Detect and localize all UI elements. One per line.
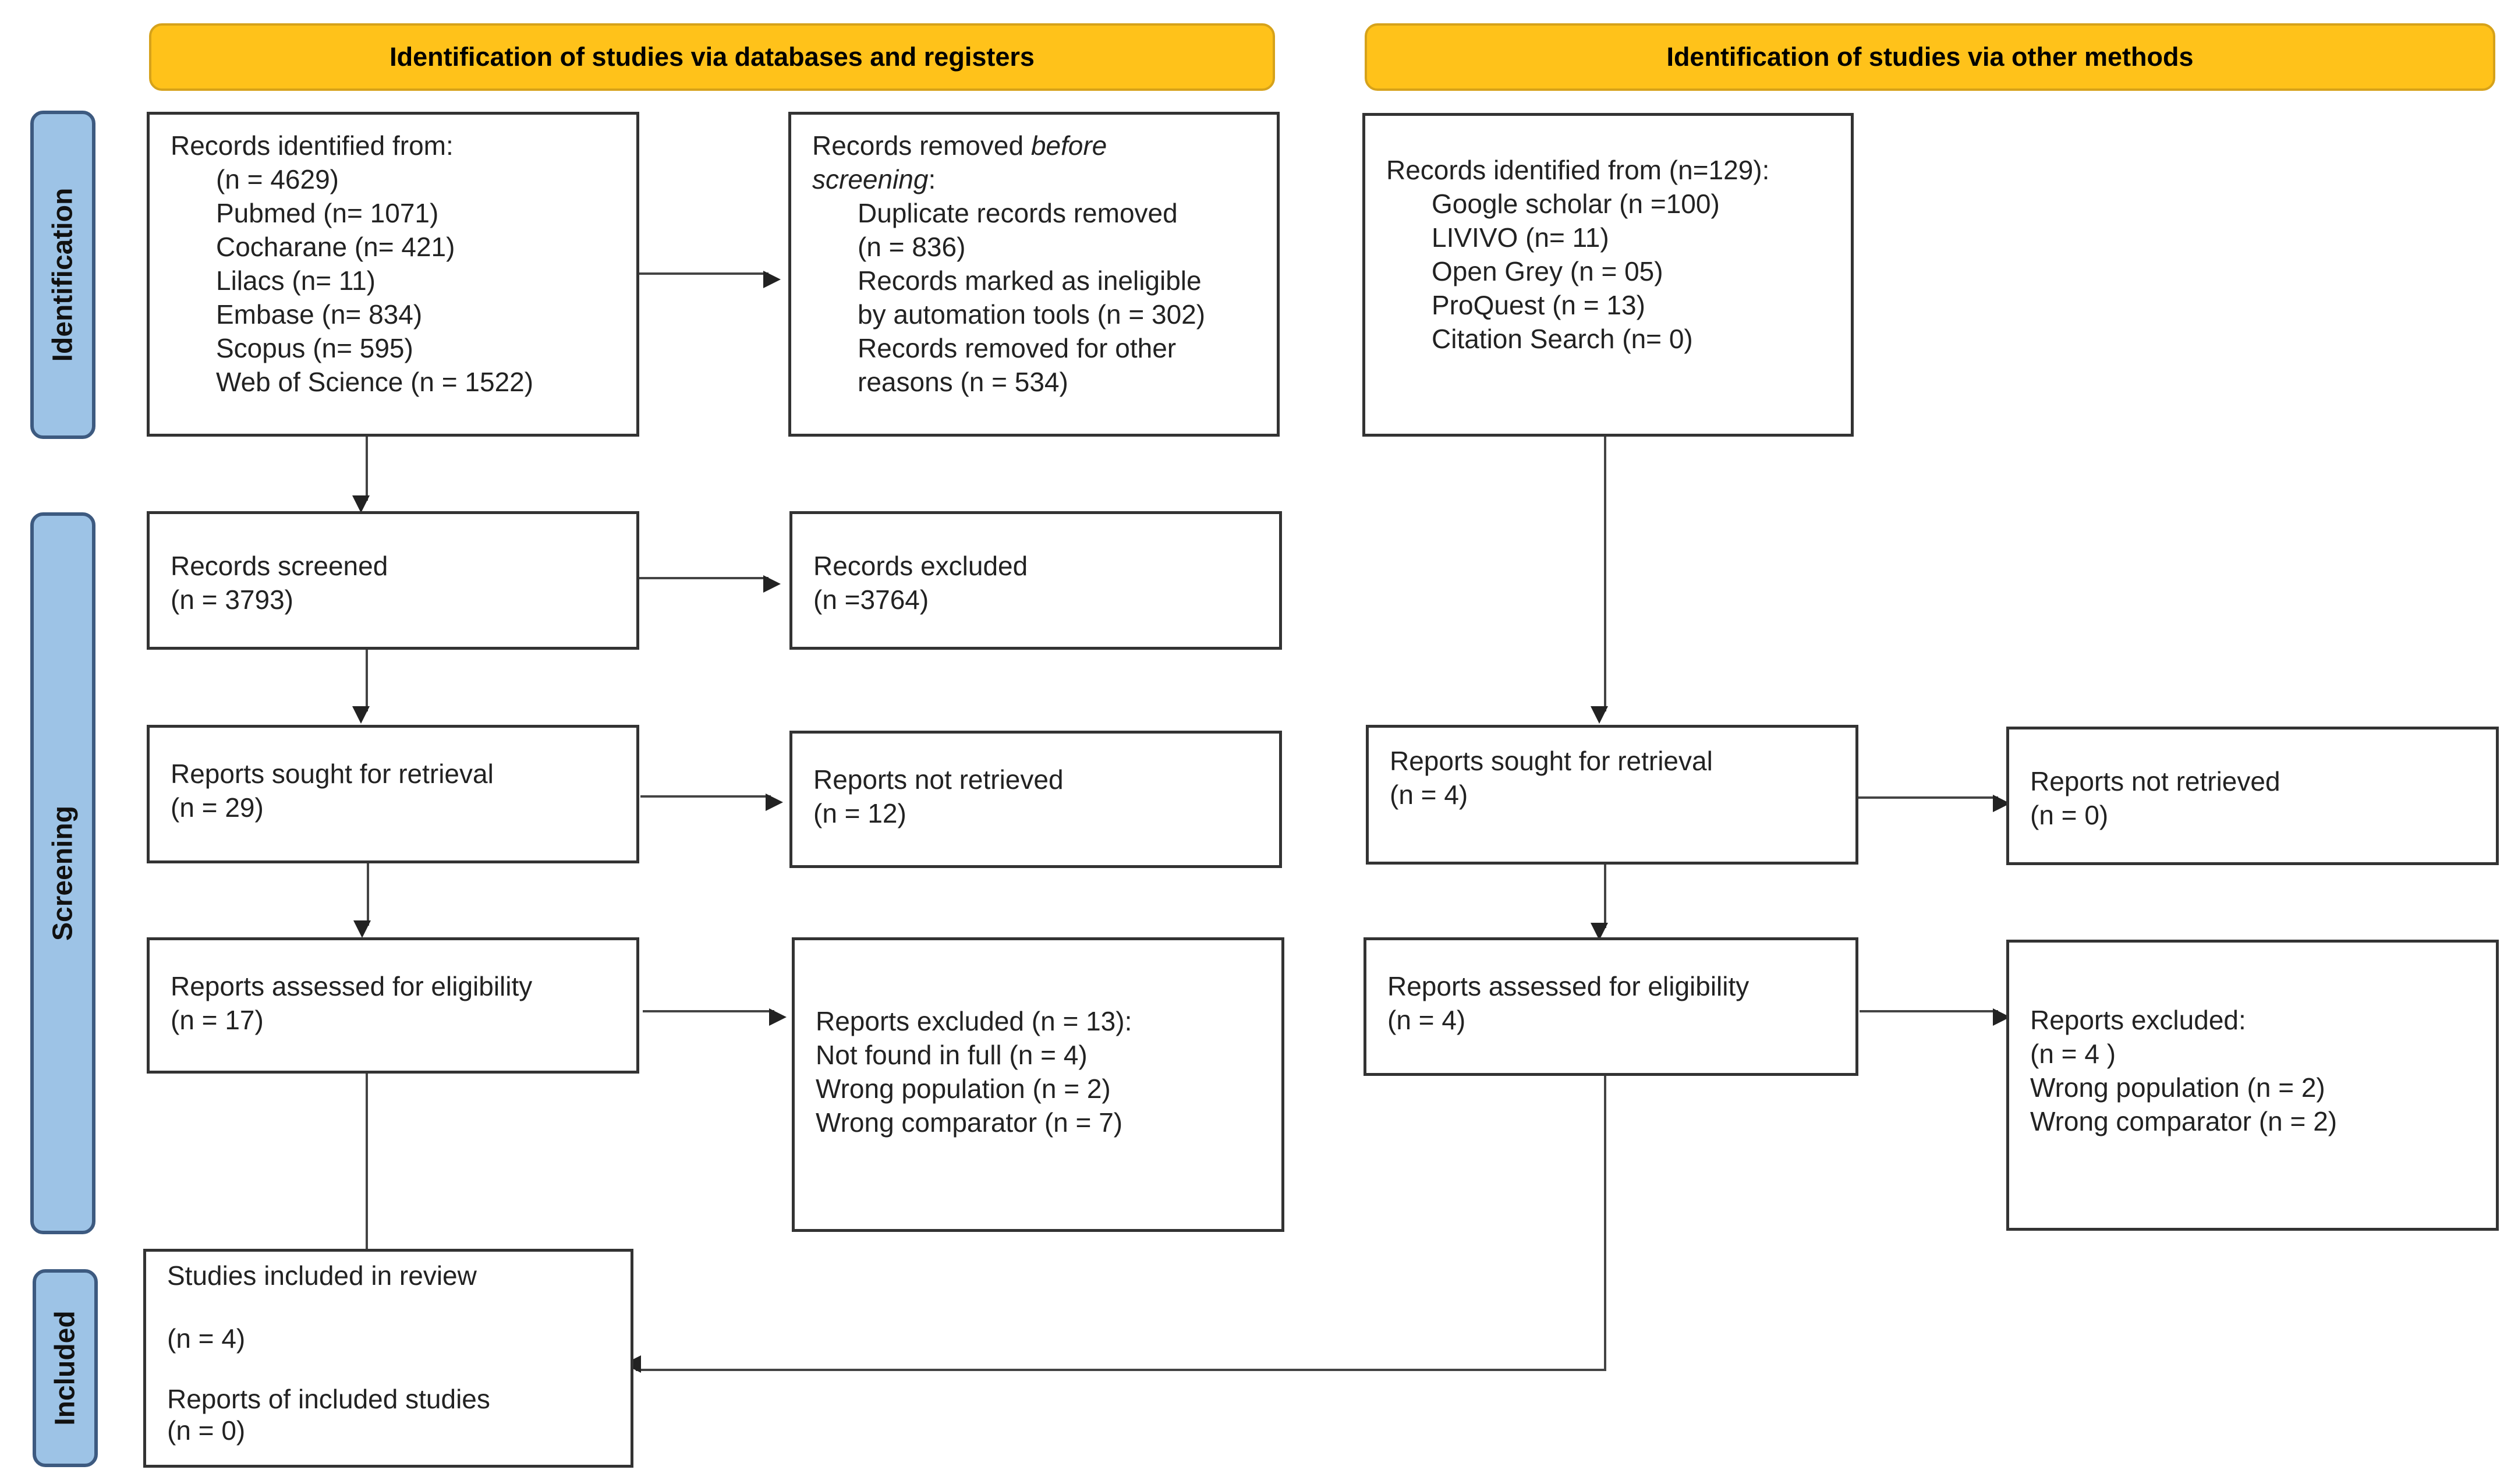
other-reasons-count: reasons (n = 534) — [858, 367, 1068, 397]
automation-count: by automation tools (n = 302) — [858, 299, 1206, 330]
automation-label: Records marked as ineligible — [858, 265, 1202, 296]
reports-excluded-box: Reports excluded (n = 13): Not found in … — [792, 937, 1284, 1232]
reports-not-retrieved-count: (n = 12) — [813, 798, 906, 828]
records-removed-title-line2: screening: — [812, 162, 1256, 196]
exclusion-reason: Wrong comparator (n = 7) — [816, 1107, 1123, 1138]
phase-identification: Identification — [30, 111, 95, 439]
phase-included: Included — [33, 1269, 98, 1467]
records-identified-box: Records identified from: (n = 4629) Pubm… — [147, 112, 639, 437]
records-removed-title-pre: Records removed — [812, 130, 1031, 161]
reports-assessed-label: Reports assessed for eligibility — [171, 971, 533, 1001]
source-item: Embase (n= 834) — [216, 299, 423, 330]
header-databases: Identification of studies via databases … — [149, 23, 1275, 91]
other-reports-assessed-count: (n = 4) — [1387, 1005, 1466, 1035]
source-item: ProQuest (n = 13) — [1432, 290, 1645, 320]
reports-excluded-title: Reports excluded (n = 13): — [816, 1006, 1132, 1036]
records-excluded-label: Records excluded — [813, 551, 1028, 581]
records-identified-title: Records identified from: — [171, 130, 454, 161]
source-item: Web of Science (n = 1522) — [216, 367, 534, 397]
source-item: Pubmed (n= 1071) — [216, 198, 439, 228]
header-other-methods: Identification of studies via other meth… — [1365, 23, 2495, 91]
records-removed-title-post: : — [928, 164, 936, 194]
other-reports-not-retrieved-label: Reports not retrieved — [2030, 766, 2280, 796]
exclusion-reason: Wrong comparator (n = 2) — [2030, 1106, 2338, 1136]
records-removed-box: Records removed before screening: Duplic… — [788, 112, 1280, 437]
records-screened-box: Records screened (n = 3793) — [147, 511, 639, 650]
other-records-identified-box: Records identified from (n=129): Google … — [1362, 113, 1854, 437]
other-reports-excluded-box: Reports excluded: (n = 4 ) Wrong populat… — [2006, 940, 2499, 1231]
reports-not-retrieved-label: Reports not retrieved — [813, 764, 1064, 795]
records-screened-count: (n = 3793) — [171, 585, 293, 615]
other-reports-sought-box: Reports sought for retrieval (n = 4) — [1366, 725, 1858, 865]
records-removed-title: Records removed before — [812, 129, 1256, 162]
source-item: Citation Search (n= 0) — [1432, 324, 1693, 354]
other-reports-sought-count: (n = 4) — [1390, 780, 1468, 810]
source-item: Lilacs (n= 11) — [216, 265, 376, 296]
other-reports-not-retrieved-box: Reports not retrieved (n = 0) — [2006, 727, 2499, 865]
reports-assessed-count: (n = 17) — [171, 1005, 264, 1035]
records-removed-title-em2: screening — [812, 164, 929, 194]
exclusion-reason: Wrong population (n = 2) — [816, 1074, 1111, 1104]
reports-sought-box: Reports sought for retrieval (n = 29) — [147, 725, 639, 863]
reports-sought-label: Reports sought for retrieval — [171, 759, 494, 789]
source-item: Google scholar (n =100) — [1432, 189, 1720, 219]
reports-included-label: Reports of included studies — [167, 1384, 490, 1414]
arrow-other-assessed-to-included — [624, 1075, 1606, 1373]
exclusion-reason: Not found in full (n = 4) — [816, 1040, 1088, 1070]
studies-included-label: Studies included in review — [167, 1260, 477, 1291]
other-reports-assessed-label: Reports assessed for eligibility — [1387, 971, 1750, 1001]
reports-included-count: (n = 0) — [167, 1415, 246, 1446]
other-records-identified-title: Records identified from (n=129): — [1386, 155, 1770, 185]
other-reports-excluded-count: (n = 4 ) — [2030, 1039, 2116, 1069]
source-item: Scopus (n= 595) — [216, 333, 413, 363]
other-reports-excluded-title: Reports excluded: — [2030, 1005, 2246, 1035]
duplicates-count: (n = 836) — [858, 232, 966, 262]
source-item: Open Grey (n = 05) — [1432, 256, 1663, 286]
records-excluded-box: Records excluded (n =3764) — [789, 511, 1282, 650]
source-item: LIVIVO (n= 11) — [1432, 222, 1609, 253]
other-reports-not-retrieved-count: (n = 0) — [2030, 800, 2109, 830]
studies-included-count: (n = 4) — [167, 1323, 246, 1354]
duplicates-label: Duplicate records removed — [858, 198, 1178, 228]
records-excluded-count: (n =3764) — [813, 585, 929, 615]
records-removed-title-em: before — [1030, 130, 1107, 161]
other-reports-assessed-box: Reports assessed for eligibility (n = 4) — [1364, 937, 1858, 1076]
reports-not-retrieved-box: Reports not retrieved (n = 12) — [789, 731, 1282, 868]
exclusion-reason: Wrong population (n = 2) — [2030, 1072, 2325, 1103]
records-screened-label: Records screened — [171, 551, 388, 581]
reports-assessed-box: Reports assessed for eligibility (n = 17… — [147, 937, 639, 1074]
records-identified-total: (n = 4629) — [216, 164, 339, 194]
phase-screening: Screening — [30, 512, 95, 1234]
studies-included-box: Studies included in review (n = 4) Repor… — [143, 1249, 633, 1468]
reports-sought-count: (n = 29) — [171, 792, 264, 823]
source-item: Cocharane (n= 421) — [216, 232, 455, 262]
other-reports-sought-label: Reports sought for retrieval — [1390, 746, 1713, 776]
other-reasons-label: Records removed for other — [858, 333, 1177, 363]
